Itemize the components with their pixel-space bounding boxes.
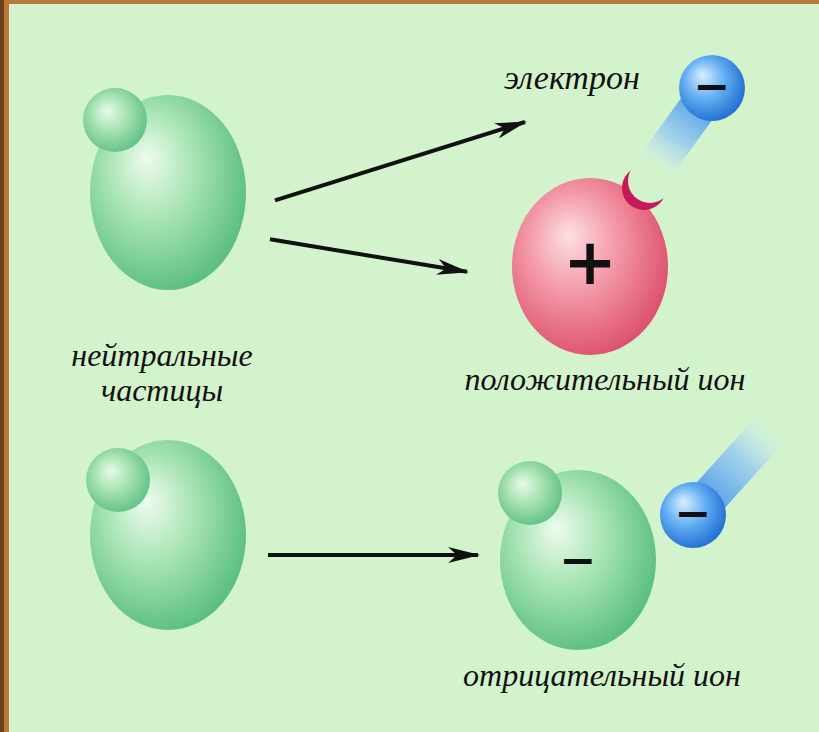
ion-notch-gap xyxy=(628,159,672,203)
arrow xyxy=(268,553,478,557)
ion-label: отрицательный ион xyxy=(463,658,741,693)
positive-ion: +положительный ион xyxy=(512,178,668,355)
electron-label: электрон xyxy=(504,59,640,96)
charge-sign: − xyxy=(675,489,712,537)
charge-sign: − xyxy=(694,62,731,110)
neutral-particle-shape xyxy=(90,95,246,290)
particle-part xyxy=(86,448,150,512)
neutral-particle xyxy=(86,440,246,630)
electron: − xyxy=(660,482,726,548)
electron-ball xyxy=(679,55,745,121)
negative-ion: −отрицательный ион xyxy=(500,470,656,650)
panel xyxy=(9,4,819,732)
particle-part xyxy=(498,461,562,525)
charge-sign: − xyxy=(560,536,597,584)
frame-edge xyxy=(0,0,4,732)
charge-sign: + xyxy=(563,227,617,297)
neutral-particle: нейтральные частицы xyxy=(90,95,246,290)
particle-label: нейтральные частицы xyxy=(57,338,267,408)
arrow xyxy=(275,122,525,200)
electron: электрон − xyxy=(500,55,746,122)
arrow xyxy=(270,239,467,272)
particle-part xyxy=(83,88,147,152)
electron-ball xyxy=(660,482,726,548)
ion-label: положительный ион xyxy=(465,362,746,397)
